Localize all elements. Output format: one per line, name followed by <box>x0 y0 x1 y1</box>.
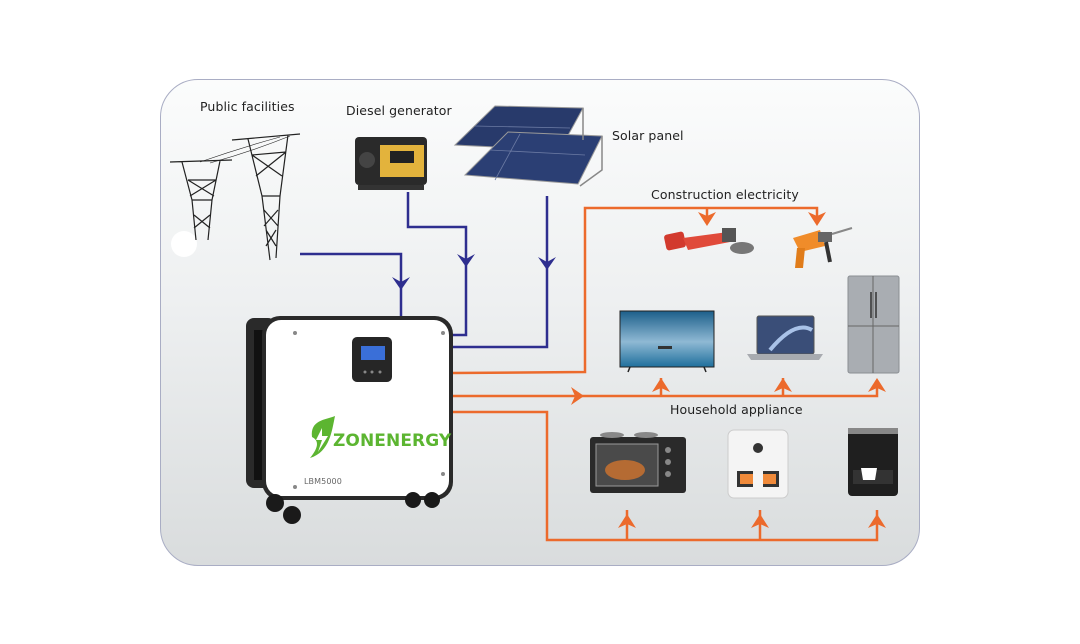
arrow-down-icon <box>698 212 716 226</box>
arrow-down-icon <box>392 277 410 290</box>
air-fryer-icon <box>727 429 789 499</box>
angle-grinder-icon <box>664 228 754 254</box>
arrow-up-icon <box>618 514 636 528</box>
toaster-oven-icon <box>590 432 686 493</box>
battery-brand: ZONENERGY <box>333 431 452 451</box>
arrow-up-icon <box>868 378 886 392</box>
arrow-up-icon <box>868 514 886 528</box>
wheel-icon <box>405 492 421 508</box>
battery-unit <box>246 316 453 524</box>
grid-input-line <box>300 252 403 318</box>
wheel-icon <box>283 506 301 524</box>
power-tower-icon <box>169 133 301 261</box>
refrigerator-icon <box>847 275 900 374</box>
wheel-icon <box>424 492 440 508</box>
arrow-down-icon <box>457 254 475 267</box>
drill-icon <box>793 227 853 268</box>
arrow-right-icon <box>571 387 584 405</box>
arrow-down-icon <box>808 212 826 226</box>
diesel-generator-icon <box>355 137 427 190</box>
arrow-down-icon <box>538 257 556 270</box>
label-solar-panel: Solar panel <box>612 128 684 143</box>
arrow-up-icon <box>652 378 670 392</box>
kitchen-output-line <box>452 410 879 542</box>
coffee-machine-icon <box>848 428 898 496</box>
construction-output-line <box>451 206 819 375</box>
generator-input-line <box>406 192 468 337</box>
solar-panel-icon <box>453 105 603 187</box>
tv-icon <box>619 310 715 373</box>
wheel-icon <box>266 494 284 512</box>
input-lines <box>300 192 549 349</box>
label-construction-electricity: Construction electricity <box>651 187 799 202</box>
battery-model: LBM5000 <box>304 477 342 486</box>
label-household-appliance: Household appliance <box>670 402 803 417</box>
solar-input-line <box>452 196 549 349</box>
label-public-facilities: Public facilities <box>200 99 295 114</box>
decorative-dot <box>171 231 197 257</box>
arrow-up-icon <box>774 378 792 392</box>
label-diesel-generator: Diesel generator <box>346 103 452 118</box>
laptop-icon <box>747 315 823 360</box>
arrow-up-icon <box>751 514 769 528</box>
